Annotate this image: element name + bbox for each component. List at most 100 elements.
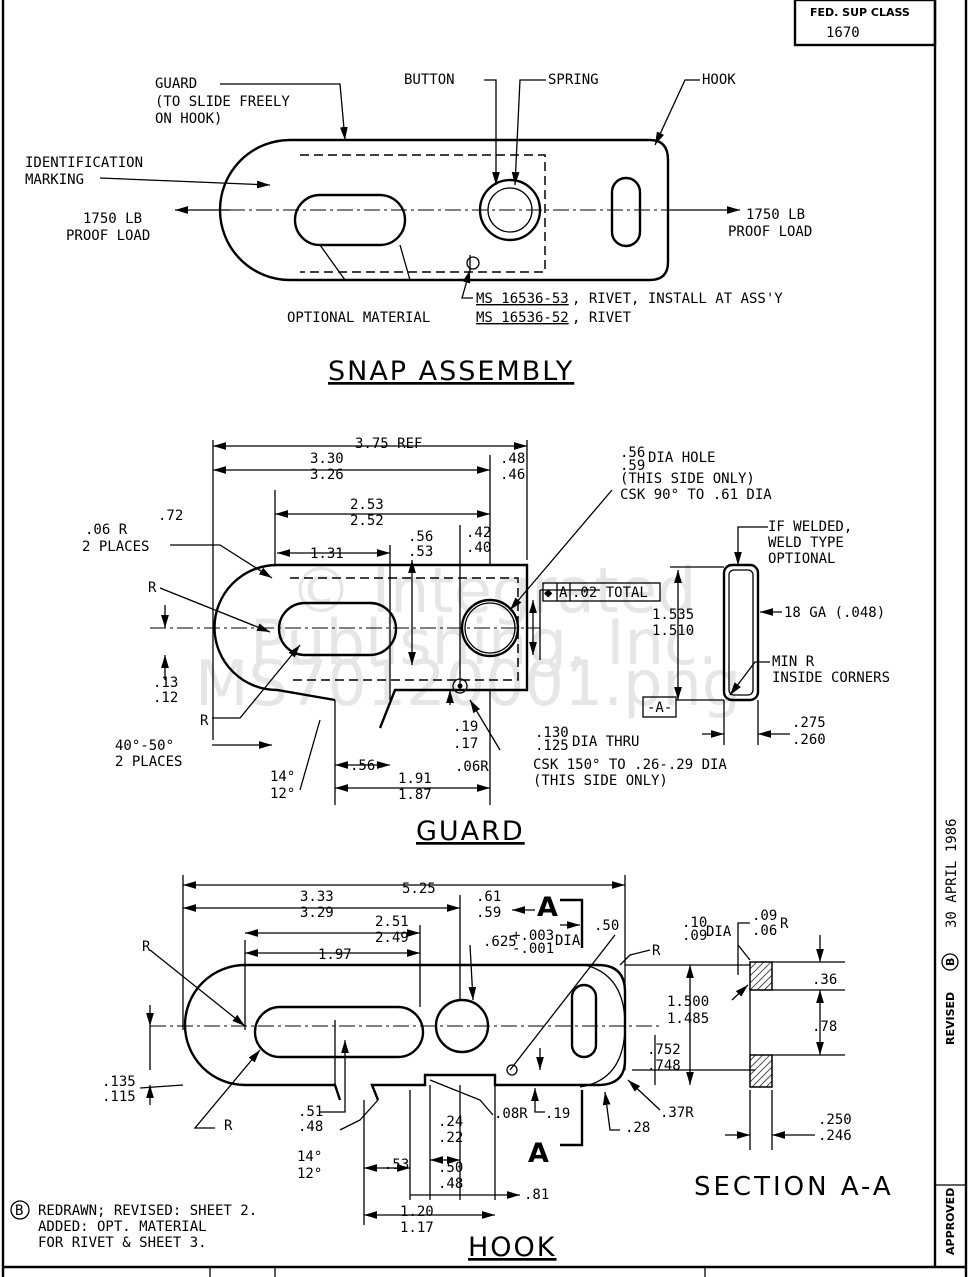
dim-label: .115 (102, 1089, 136, 1105)
dim-label: .24 (438, 1114, 463, 1130)
optional-material-label: OPTIONAL MATERIAL (287, 310, 430, 326)
hook-callout: HOOK (702, 72, 736, 88)
dim-label: .50 (594, 918, 619, 934)
dim-note: 2 PLACES (82, 539, 149, 555)
dim-label: .40 (466, 540, 491, 556)
angle-label: 14° (297, 1149, 322, 1165)
dim-label: 2.51 (375, 914, 409, 930)
dim-label: .19 (453, 719, 478, 735)
snap-assembly-drawing (99, 79, 740, 299)
svg-text:ADDED: OPT. MATERIAL: ADDED: OPT. MATERIAL (38, 1219, 207, 1235)
dim-label: .12 (153, 690, 178, 706)
dim-label: DIA (706, 924, 732, 940)
svg-text:B: B (944, 958, 957, 966)
svg-text:.02 TOTAL: .02 TOTAL (572, 585, 648, 601)
radius-label: R (148, 580, 157, 596)
dim-label: 2.49 (375, 930, 409, 946)
dim-label: 2.53 (350, 497, 384, 513)
dim-label: .10 (682, 915, 707, 931)
guard-note: ON HOOK) (155, 111, 222, 127)
dim-label: 1.31 (310, 546, 344, 562)
svg-text:FED. SUP CLASS: FED. SUP CLASS (810, 6, 910, 19)
dim-label: .72 (158, 508, 183, 524)
dim-label: .56 (350, 758, 375, 774)
angle-label: 12° (297, 1166, 322, 1182)
section-marker-a: A (537, 892, 560, 923)
svg-text:REVISED: REVISED (944, 992, 957, 1045)
rivet-note: , RIVET, INSTALL AT ASS'Y (572, 291, 783, 307)
dim-label: .53 (408, 544, 433, 560)
dim-label: DIA (555, 933, 581, 949)
dim-label: .135 (102, 1074, 136, 1090)
radius-label: R (652, 943, 661, 959)
dim-label: .36 (812, 972, 837, 988)
svg-text:MS70120001.png: MS70120001.png (195, 647, 741, 720)
spring-callout: SPRING (548, 72, 599, 88)
dim-label: .748 (647, 1058, 681, 1074)
optional-part-number: MS 16536-52 (476, 310, 569, 326)
dim-label: .28 (625, 1120, 650, 1136)
revision-strip: 30 APRIL 1986 B REVISED APPROVED (941, 818, 960, 1255)
dim-label: .48 (438, 1176, 463, 1192)
svg-text:1670: 1670 (826, 25, 860, 41)
dim-label: 3.30 (310, 451, 344, 467)
button-callout: BUTTON (404, 72, 455, 88)
gauge-note: 18 GA (.048) (784, 605, 885, 621)
dim-label: 1.87 (398, 787, 432, 803)
dim-label: 3.75 REF (355, 436, 422, 452)
dim-note: 2 PLACES (115, 754, 182, 770)
dim-label: .06 R (85, 522, 128, 538)
dim-label: .50 (438, 1160, 463, 1176)
dim-label: .246 (818, 1128, 852, 1144)
revision-note: B REDRAWN; REVISED: SHEET 2. ADDED: OPT.… (10, 1200, 257, 1251)
dim-tolerance: -.001 (512, 941, 554, 957)
dim-label: .13 (153, 675, 178, 691)
dim-label: .46 (500, 467, 525, 483)
dim-label: .56 (620, 445, 645, 461)
radius-label: R (200, 713, 209, 729)
hole-note: CSK 90° TO .61 DIA (620, 487, 772, 503)
dim-tolerance: +.003 (512, 928, 554, 944)
guard-title: GUARD (416, 816, 525, 847)
proof-load-label: PROOF LOAD (66, 228, 150, 244)
guard-drawing (150, 440, 790, 805)
hook-title: HOOK (468, 1232, 557, 1263)
rivet-part-number: MS 16536-53 (476, 291, 569, 307)
dim-label: .42 (466, 525, 491, 541)
svg-text:30 APRIL 1986: 30 APRIL 1986 (944, 818, 960, 928)
dim-label: .275 (792, 715, 826, 731)
dim-label: 2.52 (350, 513, 384, 529)
radius-label: R (780, 916, 789, 932)
angle-label: 40°-50° (115, 738, 174, 754)
dim-label: .260 (792, 732, 826, 748)
dim-label: .08R (494, 1106, 528, 1122)
guard-note: (TO SLIDE FREELY (155, 94, 290, 110)
hole-note: (THIS SIDE ONLY) (620, 471, 755, 487)
dim-label: 1.20 (400, 1204, 434, 1220)
dim-label: .752 (647, 1042, 681, 1058)
weld-note: OPTIONAL (768, 551, 835, 567)
dim-label: 1.97 (318, 947, 352, 963)
svg-text:REDRAWN; REVISED: SHEET 2.: REDRAWN; REVISED: SHEET 2. (38, 1203, 257, 1219)
dim-label: .09 (682, 928, 707, 944)
svg-text:◆: ◆ (544, 585, 553, 601)
identification-callout: MARKING (25, 172, 84, 188)
dim-label: 5.25 (402, 881, 436, 897)
dim-label: .61 (476, 889, 501, 905)
dim-label: 3.26 (310, 467, 344, 483)
dim-label: .125 (535, 738, 569, 754)
dim-label: .625 (483, 934, 517, 950)
dim-label: .17 (453, 736, 478, 752)
datum-a-label: -A- (647, 700, 672, 716)
hook-drawing (139, 875, 845, 1225)
min-radius-note: MIN R (772, 654, 815, 670)
dim-label: 1.535 (652, 607, 694, 623)
weld-note: IF WELDED, (768, 519, 852, 535)
angle-label: 12° (270, 786, 295, 802)
proof-load-label: 1750 LB (83, 211, 142, 227)
rivet-hole-note: DIA THRU (572, 734, 639, 750)
fed-sup-class-box: FED. SUP CLASS 1670 (793, 0, 937, 47)
